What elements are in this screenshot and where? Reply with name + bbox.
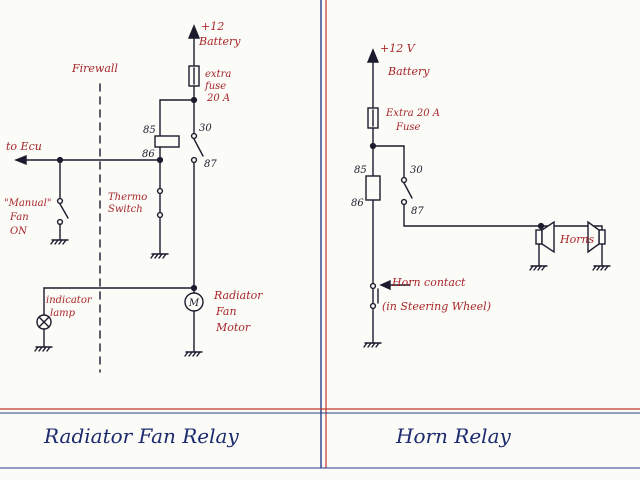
motor-symbol: M: [188, 298, 200, 309]
fan-relay-labels: +12 Battery extra fuse 20 A Firewall to …: [4, 20, 263, 334]
fan-pin30-label: 30: [199, 123, 212, 134]
horn1-bell: [541, 220, 555, 254]
manual-fan-label: "Manual": [4, 198, 51, 209]
horn-fuse-label: Extra 20 A: [385, 108, 440, 119]
horns-label: Horns: [559, 233, 595, 246]
manual-fan-label-3: ON: [10, 226, 28, 237]
manual-fan-label-2: Fan: [9, 212, 29, 223]
fan-pin85-label: 85: [143, 125, 156, 136]
lamp-label: indicator: [46, 295, 93, 306]
horn-pin30-label: 30: [410, 165, 423, 176]
fan-pin87-label: 87: [204, 159, 217, 170]
horn-battery-label: +12 V: [380, 42, 416, 55]
fan-thermo-terminal-bot: [156, 211, 164, 219]
fan-battery-label-2: Battery: [198, 35, 241, 48]
horn-contact-pointer-arrow-icon: [379, 279, 391, 291]
fan-fuse-label-3: 20 A: [206, 93, 230, 104]
horn-pin86-label: 86: [351, 198, 364, 209]
fan-relay-coil-icon: [154, 135, 180, 148]
fan-pin87-terminal: [190, 156, 198, 164]
fan-manual-switch-icon: [59, 203, 69, 219]
motor-label: Radiator: [213, 289, 263, 302]
ground-icon: [50, 239, 69, 245]
motor-label-2: Fan: [215, 305, 237, 318]
motor-label-3: Motor: [215, 321, 251, 334]
firewall-label: Firewall: [71, 62, 118, 75]
horn-contact-label-2: (in Steering Wheel): [382, 300, 491, 313]
lamp-cross-b: [38, 316, 50, 328]
horn-pin85-label: 85: [354, 165, 367, 176]
fan-fuse-label: extra: [205, 69, 231, 80]
fan-pin86-label: 86: [142, 149, 155, 160]
page-frame: [0, 0, 640, 469]
fan-relay-title: Radiator Fan Relay: [43, 424, 239, 448]
fan-thermo-terminal-top: [156, 187, 164, 195]
fan-fuse-label-2: fuse: [204, 81, 226, 92]
ecu-label: to Ecu: [6, 140, 42, 153]
horn1-icon: [535, 229, 543, 245]
horn-contact-label: Horn contact: [391, 276, 466, 289]
horn-relay-title: Horn Relay: [395, 424, 511, 448]
fan-battery-label: +12: [201, 20, 224, 33]
horn-pin30-terminal: [400, 176, 408, 184]
horn-pin87-label: 87: [411, 206, 424, 217]
ground-icon: [592, 265, 611, 271]
ground-icon: [34, 346, 53, 352]
horn-battery-label-2: Battery: [387, 65, 430, 78]
horn-relay-circuit: [363, 48, 611, 348]
horn-relay-labels: +12 V Battery Extra 20 A Fuse 85 86 30 8…: [351, 42, 595, 313]
lamp-label-2: lamp: [50, 308, 76, 319]
thermo-switch-label-2: Switch: [108, 204, 143, 215]
fan-relay-circuit: [14, 24, 204, 373]
fan-relay-switch-icon: [193, 138, 204, 157]
horn-contact-terminal-bot: [369, 302, 377, 310]
ground-icon: [529, 265, 548, 271]
horn-relay-switch-icon: [403, 182, 413, 199]
horn2-bell: [587, 220, 600, 254]
fan-manual-terminal-top: [56, 197, 64, 205]
ground-icon: [184, 351, 203, 357]
thermo-switch-label: Thermo: [108, 192, 147, 203]
ground-icon: [363, 342, 382, 348]
horn-fuse-label-2: Fuse: [395, 122, 421, 133]
horn-battery-arrow-icon: [366, 48, 380, 63]
horn-contact-terminal-top: [369, 282, 377, 290]
fan-battery-arrow-icon: [187, 24, 201, 39]
horn-relay-coil-icon: [365, 175, 381, 201]
fan-pin30-terminal: [190, 132, 198, 140]
horn-pin87-terminal: [400, 198, 408, 206]
fan-ecu-arrow-icon: [14, 154, 27, 166]
ground-icon: [150, 253, 169, 259]
horn2-icon: [598, 229, 606, 245]
